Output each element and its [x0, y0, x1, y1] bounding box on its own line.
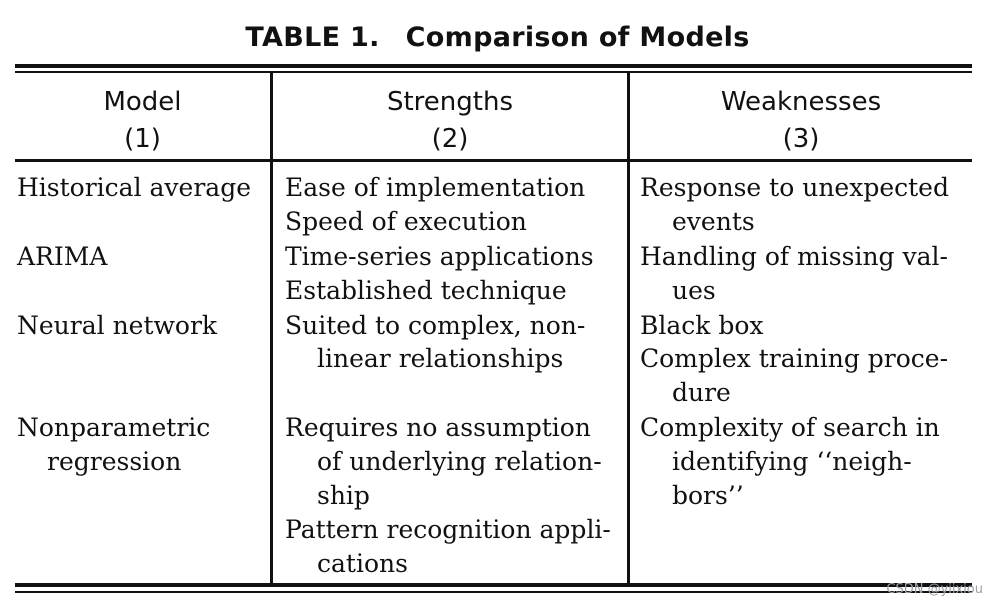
weakness-item-continued: events — [672, 207, 755, 236]
column-header-weaknesses: Weaknesses (3) — [630, 84, 972, 158]
header-number: (3) — [782, 124, 820, 154]
model-name-continued: regression — [47, 447, 182, 476]
weakness-item-continued: bors’’ — [672, 481, 744, 510]
weakness-item-continued: dure — [672, 378, 731, 407]
weakness-item: Handling of missing val- — [640, 242, 948, 271]
table-number: TABLE 1. — [245, 22, 380, 53]
strength-item-continued: linear relationships — [317, 344, 564, 373]
weakness-item: Complexity of search in — [640, 413, 940, 442]
weakness-item-continued: ues — [672, 276, 716, 305]
header-label: Model — [103, 87, 182, 117]
strength-item: Pattern recognition appli- — [285, 515, 611, 544]
header-number: (2) — [431, 124, 469, 154]
top-rule-thin — [15, 71, 972, 73]
strength-item: Established technique — [285, 276, 567, 305]
bottom-rule-thin — [15, 591, 972, 593]
weakness-item-continued: identifying ‘‘neigh- — [672, 447, 912, 476]
top-rule-thick — [15, 64, 972, 68]
model-name: Historical average — [17, 173, 251, 202]
column-divider — [270, 73, 273, 583]
header-number: (1) — [124, 124, 161, 154]
weakness-item: Response to unexpected — [640, 173, 949, 202]
strength-item-continued: of underlying relation- — [317, 447, 602, 476]
header-rule — [15, 159, 972, 162]
weakness-item: Black box — [640, 311, 764, 340]
table-caption: Comparison of Models — [405, 22, 750, 53]
model-name: Nonparametric — [17, 413, 211, 442]
column-header-model: Model (1) — [15, 84, 270, 158]
strength-item-continued: cations — [317, 549, 408, 578]
table-title: TABLE 1. Comparison of Models — [0, 22, 995, 53]
model-name: Neural network — [17, 311, 218, 340]
strength-item: Time-series applications — [285, 242, 594, 271]
strength-item: Speed of execution — [285, 207, 527, 236]
strength-item: Ease of implementation — [285, 173, 586, 202]
watermark: CSDN @yiixiou — [886, 582, 983, 597]
bottom-rule-thick — [15, 583, 972, 587]
header-label: Weaknesses — [720, 87, 882, 117]
model-name: ARIMA — [17, 242, 108, 271]
header-label: Strengths — [386, 87, 513, 117]
strength-item: Requires no assumption — [285, 413, 591, 442]
strength-item-continued: ship — [317, 481, 370, 510]
column-divider — [627, 73, 630, 583]
column-header-strengths: Strengths (2) — [273, 84, 627, 158]
weakness-item: Complex training proce- — [640, 344, 949, 373]
strength-item: Suited to complex, non- — [285, 311, 586, 340]
